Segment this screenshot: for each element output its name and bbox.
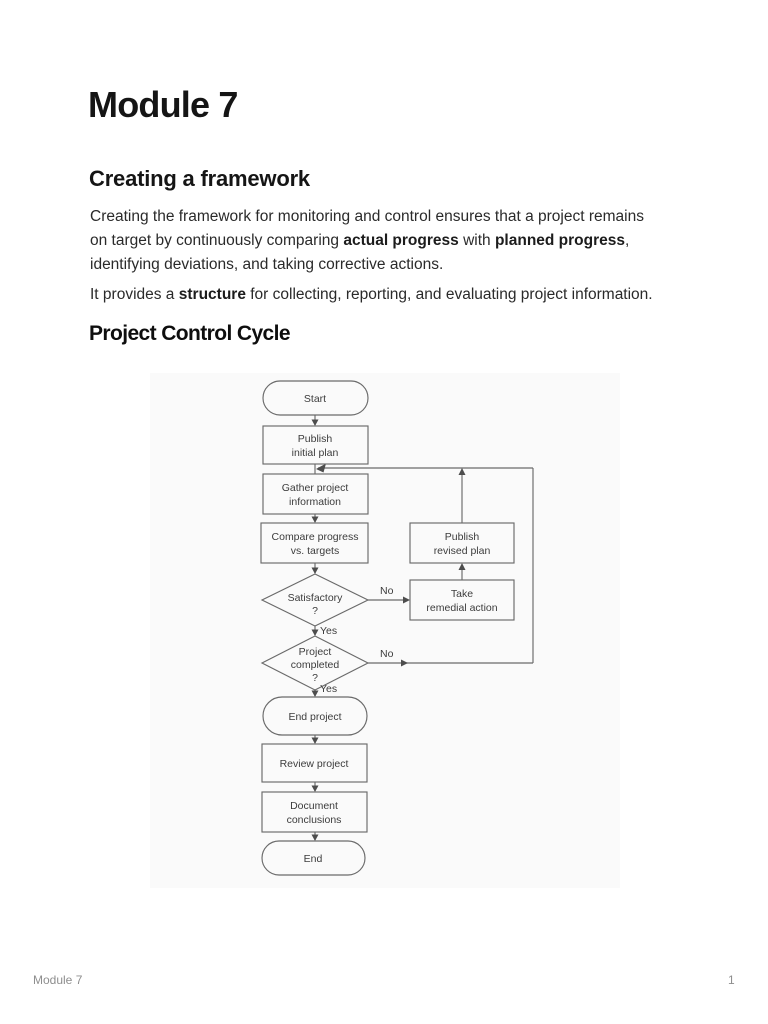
document-conclusions-node: [261, 791, 368, 833]
completed-line2: completed: [291, 659, 340, 671]
arrowhead-into-compare: [311, 516, 319, 523]
project-control-cycle-flowchart: Start Publish initial plan Gather projec…: [150, 373, 620, 888]
arrowhead-completed-no-mid: [401, 659, 408, 667]
satisfactory-no-label: No: [380, 585, 394, 597]
publish-initial-plan-line1: Publish: [298, 433, 333, 445]
document-conclusions-line2: conclusions: [287, 814, 342, 826]
gather-line2: information: [289, 496, 341, 508]
subsection-heading: Project Control Cycle: [89, 322, 291, 345]
document-conclusions-line1: Document: [290, 800, 338, 812]
paragraph-1-line1: Creating the framework for monitoring an…: [90, 208, 644, 225]
footer-page-number: 1: [728, 973, 735, 987]
arrowhead-into-feedback-line: [458, 468, 466, 475]
review-project-label: Review project: [280, 758, 349, 770]
end-node: [261, 840, 366, 876]
arrowhead-into-end: [311, 834, 319, 841]
completed-no-label: No: [380, 648, 394, 660]
end-node-label: End: [304, 853, 323, 865]
satisfactory-line1: Satisfactory: [288, 592, 344, 604]
arrowhead-into-document: [311, 785, 319, 792]
page-title: Module 7: [88, 84, 238, 125]
end-project-node: [262, 696, 368, 736]
compare-line1: Compare progress: [272, 531, 359, 543]
paragraph-2-part2: for collecting, reporting, and evaluatin…: [245, 286, 653, 303]
completed-yes-label: Yes: [320, 683, 337, 695]
paragraph-1-bold-planned-progress: planned progress: [494, 231, 626, 249]
paragraph-1-line3: identifying deviations, and taking corre…: [90, 255, 444, 273]
publish-initial-plan-line2: initial plan: [292, 447, 339, 459]
arrowhead-into-publish-revised: [458, 563, 466, 570]
paragraph-2-bold-structure: structure: [178, 286, 246, 303]
arrowhead-into-satisfactory: [311, 567, 319, 574]
compare-progress-node: [260, 522, 369, 564]
take-remedial-action-node: [409, 579, 515, 621]
arrowhead-feedback-merge: [316, 463, 326, 473]
satisfactory-decision-node: [260, 573, 370, 627]
satisfactory-line2: ?: [312, 605, 318, 617]
footer-document-title: Module 7: [33, 973, 83, 987]
paragraph-2: It provides a structure for collecting, …: [90, 283, 700, 307]
completed-line1: Project: [299, 646, 332, 658]
arrowhead-into-publish-initial: [311, 419, 319, 426]
arrowhead-into-end-project: [311, 690, 319, 697]
paragraph-1-bold-actual-progress: actual progress: [343, 231, 459, 249]
review-project-node: [261, 743, 368, 783]
start-node: [262, 380, 369, 416]
gather-line1: Gather project: [282, 482, 349, 494]
arrowhead-into-review: [311, 737, 319, 744]
end-project-label: End project: [288, 711, 341, 723]
compare-line2: vs. targets: [291, 545, 339, 557]
start-node-label: Start: [304, 393, 326, 405]
publish-initial-plan-node: [262, 425, 369, 465]
publish-revised-line2: revised plan: [434, 545, 491, 557]
gather-project-information-node: [262, 473, 369, 515]
paragraph-1-line2c: with: [458, 231, 495, 249]
take-remedial-line1: Take: [451, 588, 473, 600]
paragraph-1-line2a: on target by continuously comparing: [90, 231, 344, 249]
arrowhead-into-completed: [311, 629, 319, 636]
completed-line3: ?: [312, 672, 318, 684]
paragraph-1: Creating the framework for monitoring an…: [90, 205, 700, 276]
publish-revised-plan-node: [409, 522, 515, 564]
satisfactory-yes-label: Yes: [320, 625, 337, 637]
paragraph-2-part0: It provides a: [90, 286, 179, 303]
flowchart-svg: Start Publish initial plan Gather projec…: [260, 380, 534, 876]
project-completed-decision-node: [260, 635, 370, 691]
take-remedial-line2: remedial action: [426, 602, 497, 614]
publish-revised-line1: Publish: [445, 531, 480, 543]
arrowhead-into-take-remedial: [403, 596, 410, 604]
section-heading: Creating a framework: [89, 166, 310, 191]
paragraph-1-line2e: ,: [625, 231, 630, 249]
